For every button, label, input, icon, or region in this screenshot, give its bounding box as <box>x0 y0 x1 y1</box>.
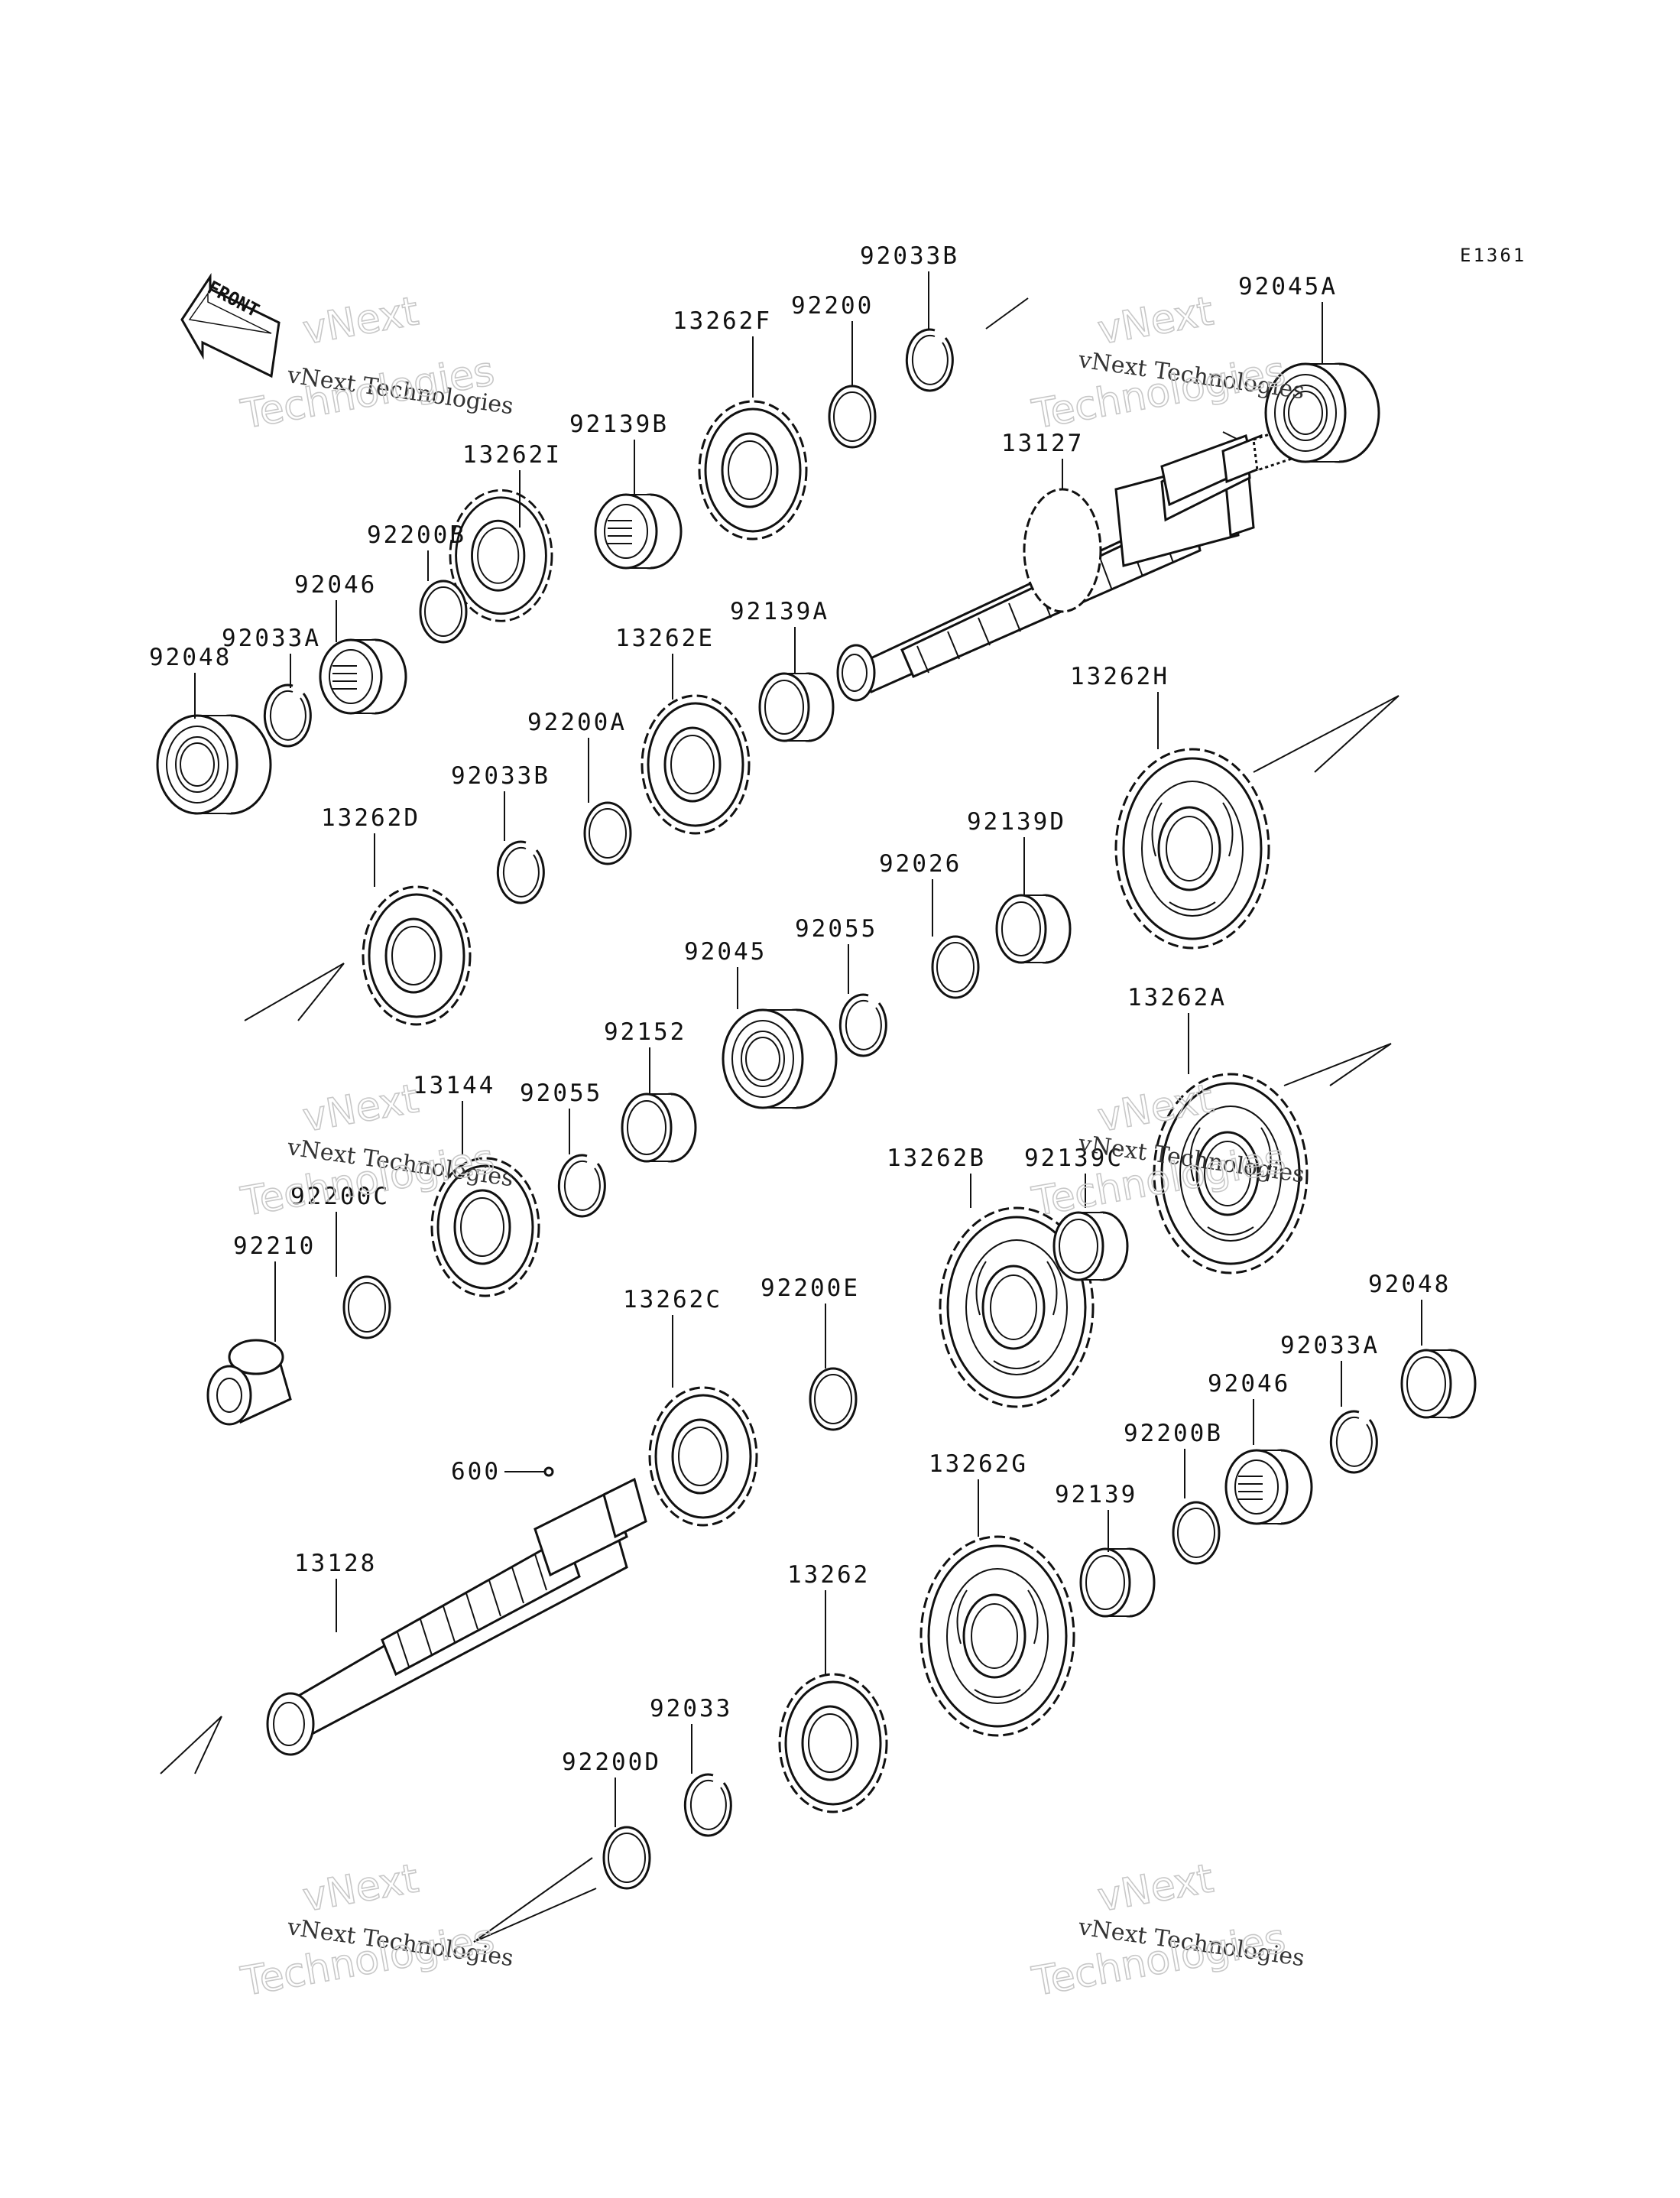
part-92033A-bot <box>1329 1410 1378 1474</box>
part-92033 <box>683 1773 732 1837</box>
label-600: 600 <box>451 1458 501 1485</box>
part-92139D <box>995 894 1072 964</box>
part-92026 <box>931 935 980 999</box>
part-13262F <box>698 400 808 541</box>
shaft-13128 <box>266 1477 647 1756</box>
label-92200E: 92200E <box>761 1274 860 1302</box>
part-92139B <box>594 493 683 570</box>
part-13262H <box>1114 748 1270 950</box>
label-13262D: 13262D <box>321 804 420 832</box>
watermark-top-left: vNext Technologies vNext Technologies <box>237 288 515 439</box>
label-92046-bot: 92046 <box>1208 1370 1290 1398</box>
label-13262H: 13262H <box>1070 663 1169 690</box>
label-92139B: 92139B <box>569 411 669 438</box>
label-92048-bot: 92048 <box>1368 1271 1451 1298</box>
watermark-bottom-right: vNext Technologies vNext Technologies <box>1028 1855 1306 2006</box>
svg-text:vNext: vNext <box>1095 288 1217 353</box>
label-92045A: 92045A <box>1238 273 1338 300</box>
label-13262G: 13262G <box>929 1450 1028 1478</box>
front-arrow-icon: FRONT <box>180 273 281 378</box>
part-92033B-mid <box>496 840 545 904</box>
label-13262C: 13262C <box>623 1286 722 1313</box>
label-92139D: 92139D <box>967 808 1066 836</box>
label-92046-top: 92046 <box>294 571 377 599</box>
part-92200B-top <box>419 580 468 644</box>
svg-text:Technologies: Technologies <box>238 349 498 438</box>
part-labels: 92033B 92200 13262F 92045A 92139B 13262I… <box>149 242 1451 1776</box>
label-92045: 92045 <box>684 938 767 966</box>
label-92200-top: 92200 <box>791 292 874 320</box>
label-92200D: 92200D <box>562 1748 661 1776</box>
label-92026: 92026 <box>879 850 962 878</box>
label-92200A: 92200A <box>527 709 627 736</box>
shaft-13127 <box>836 422 1327 702</box>
part-92200B-bot <box>1172 1501 1221 1565</box>
label-92139: 92139 <box>1055 1481 1137 1508</box>
label-92033B-top: 92033B <box>860 242 959 270</box>
part-92033A-top <box>263 683 312 748</box>
label-92055-top: 92055 <box>795 915 877 943</box>
diagram-code: E1361 <box>1460 245 1526 266</box>
label-13128: 13128 <box>294 1550 377 1577</box>
label-92033B-mid: 92033B <box>451 762 550 790</box>
label-13262E: 13262E <box>615 625 715 652</box>
label-13262B: 13262B <box>887 1144 986 1172</box>
label-92033A-bot: 92033A <box>1280 1332 1380 1359</box>
tail-lines <box>160 297 1399 1943</box>
label-92139C: 92139C <box>1024 1144 1124 1172</box>
label-92200B-top: 92200B <box>367 521 466 549</box>
part-92045 <box>722 1008 838 1109</box>
label-92152: 92152 <box>604 1018 686 1046</box>
part-92055-mid <box>557 1154 606 1218</box>
part-13262D <box>362 885 472 1026</box>
label-13144: 13144 <box>413 1072 495 1099</box>
part-92152 <box>621 1093 697 1163</box>
svg-text:vNext: vNext <box>300 1855 422 1920</box>
part-92139A <box>758 672 835 742</box>
part-92048-top <box>156 714 272 815</box>
part-600 <box>543 1466 554 1477</box>
leader-lines <box>194 271 1422 1827</box>
part-92200C <box>342 1275 391 1339</box>
svg-text:vNext: vNext <box>300 288 422 353</box>
label-92210: 92210 <box>233 1232 316 1260</box>
part-92139 <box>1079 1547 1156 1618</box>
label-13262: 13262 <box>787 1561 870 1589</box>
label-92200C: 92200C <box>290 1183 390 1210</box>
label-13262F: 13262F <box>673 307 772 335</box>
part-92055-top <box>838 993 887 1057</box>
label-13127: 13127 <box>1001 430 1084 457</box>
part-92046-top <box>319 638 407 715</box>
part-13262C <box>648 1386 758 1527</box>
label-92048-top: 92048 <box>149 644 232 671</box>
svg-text:vNext: vNext <box>1095 1855 1217 1920</box>
label-92055-mid: 92055 <box>520 1080 602 1107</box>
part-13262 <box>778 1673 888 1813</box>
part-92200E <box>809 1367 858 1431</box>
part-92200-top <box>828 385 877 449</box>
part-92200D <box>602 1826 651 1890</box>
part-92033B-top <box>905 328 954 392</box>
watermark-bottom-left: vNext Technologies vNext Technologies <box>237 1855 515 2006</box>
part-92046-bot <box>1224 1449 1313 1525</box>
label-92033: 92033 <box>650 1695 732 1722</box>
label-92033A-top: 92033A <box>222 625 321 652</box>
label-92139A: 92139A <box>730 598 829 625</box>
part-13262E <box>641 694 751 835</box>
part-92210 <box>206 1339 292 1426</box>
watermark-top-right: vNext Technologies vNext Technologies <box>1028 288 1306 439</box>
label-13262I: 13262I <box>462 441 562 469</box>
part-92200A <box>583 801 632 865</box>
label-13262A: 13262A <box>1127 984 1227 1011</box>
part-13262G <box>919 1535 1075 1737</box>
label-92200B-bot: 92200B <box>1124 1420 1223 1447</box>
part-92139C <box>1052 1211 1129 1281</box>
part-92048-bot <box>1400 1349 1477 1419</box>
svg-text:vNext: vNext <box>300 1076 422 1141</box>
